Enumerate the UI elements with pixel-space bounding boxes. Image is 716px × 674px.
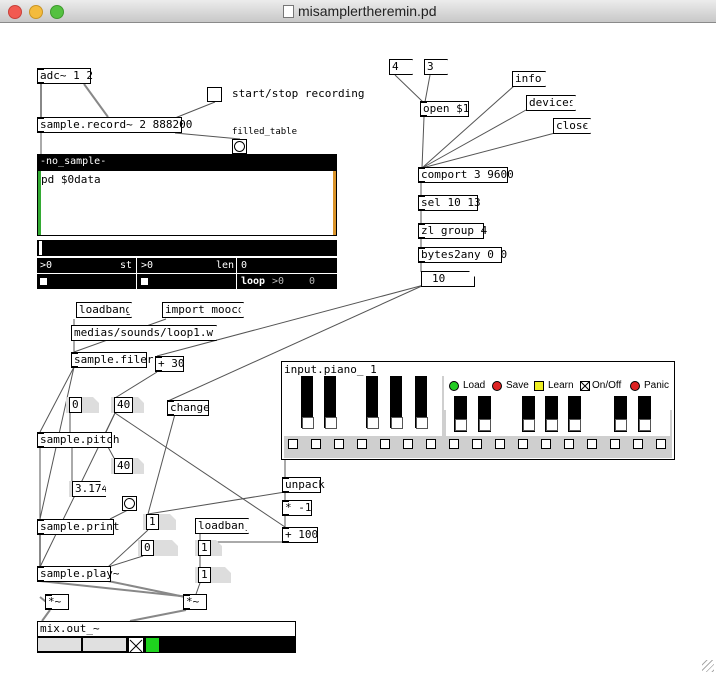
loop-start-number[interactable]: >0 (272, 276, 285, 287)
number-40-top[interactable]: 40 (111, 397, 144, 413)
sample-loop-row: loop >0 0 (37, 274, 337, 289)
zoom-window-button[interactable] (50, 5, 64, 19)
number-0-top[interactable]: 0 (66, 397, 99, 413)
number-1-b[interactable]: 1 (195, 540, 222, 556)
window-titlebar[interactable]: misamplertheremin.pd (0, 0, 716, 23)
message-import[interactable]: import moocow (162, 302, 244, 318)
filled-table-label: filled_table (232, 127, 298, 137)
sample-name-label: -no_sample- (37, 154, 337, 170)
piano-gop: input.piano_ 1 Load Save Learn On/Off Pa… (281, 361, 675, 460)
message-info[interactable]: info (512, 71, 546, 87)
sample-play-object[interactable]: sample.play~ (37, 566, 119, 582)
save-icon[interactable] (492, 381, 502, 391)
record-toggle[interactable] (207, 87, 222, 102)
message-wav-path[interactable]: medias/sounds/loop1.wav (71, 325, 217, 341)
start-number[interactable]: >0 (40, 260, 53, 271)
loop-end-number[interactable]: 0 (309, 276, 316, 287)
window-title: misamplertheremin.pd (298, 3, 437, 19)
number-0-mid[interactable]: 0 (138, 540, 178, 556)
multiply-right-object[interactable]: *~ (183, 594, 207, 610)
table-subpatch-label: pd $0data (41, 173, 101, 186)
bytes2any-object[interactable]: bytes2any 0 0 (418, 247, 507, 263)
times-neg1-object[interactable]: * -1 (282, 500, 312, 516)
sample-pitch-object[interactable]: sample.pitch (37, 432, 119, 448)
dsp-toggle[interactable] (129, 638, 143, 653)
end-number[interactable]: 0 (241, 260, 248, 271)
sel-object[interactable]: sel 10 13 (418, 195, 481, 211)
number-1-a[interactable]: 1 (143, 514, 176, 530)
resize-grip[interactable] (702, 660, 714, 672)
mix-out-label: mix.out_~ (37, 621, 296, 637)
black-key[interactable] (366, 376, 378, 428)
sample-position-bar[interactable] (37, 240, 337, 256)
document-icon (283, 5, 294, 18)
level-meter (146, 638, 159, 652)
mix-controls (37, 637, 296, 653)
loop-toggle[interactable] (141, 278, 148, 285)
adc-object[interactable]: adc~ 1 2 (37, 68, 93, 84)
sample-record-object[interactable]: sample.record~ 2 888200 (37, 117, 192, 133)
length-number[interactable]: >0 (141, 260, 154, 271)
message-close[interactable]: close (553, 118, 591, 134)
black-key[interactable] (390, 376, 402, 428)
piano-title: input.piano_ 1 (284, 363, 377, 376)
message-loadbang-top[interactable]: loadbang (76, 302, 132, 318)
unpack-object[interactable]: unpack (282, 477, 325, 493)
open-object[interactable]: open $1 (420, 101, 469, 117)
learn-icon[interactable] (534, 381, 544, 391)
volume-slider-handle[interactable] (81, 638, 83, 651)
on-off-label: On/Off (592, 380, 622, 391)
minimize-window-button[interactable] (29, 5, 43, 19)
sample-print-object[interactable]: sample.print (37, 519, 119, 535)
number-40-out[interactable]: 40 (111, 458, 144, 474)
panic-label: Panic (644, 380, 670, 391)
print-bang[interactable] (122, 496, 137, 511)
mix-out-gop: mix.out_~ (37, 621, 296, 653)
plus-30-object[interactable]: + 30 (155, 356, 185, 372)
learn-label: Learn (548, 380, 574, 391)
sensor-number-box[interactable]: 10 (421, 271, 475, 287)
change-object[interactable]: change (167, 400, 210, 416)
black-key[interactable] (301, 376, 313, 428)
comport-object[interactable]: comport 3 9600 (418, 167, 514, 183)
panic-icon[interactable] (630, 381, 640, 391)
plus-100-object[interactable]: + 100 (282, 527, 318, 543)
save-label: Save (506, 380, 529, 391)
number-pitch-value[interactable]: 3.174 (69, 481, 106, 497)
piano-keyboard[interactable]: Load Save Learn On/Off Panic (284, 376, 672, 458)
start-stop-comment: start/stop recording (232, 87, 365, 100)
number-1-c[interactable]: 1 (195, 567, 231, 583)
multiply-left-object[interactable]: *~ (45, 594, 69, 610)
filled-table-bang[interactable] (232, 139, 247, 154)
close-window-button[interactable] (8, 5, 22, 19)
load-icon[interactable] (449, 381, 459, 391)
play-toggle[interactable] (40, 278, 47, 285)
black-key[interactable] (324, 376, 336, 428)
length-label: len (216, 260, 235, 271)
sample-gop: -no_sample- pd $0data >0 st >0 len 0 loo… (37, 154, 337, 289)
sample-range-row: >0 st >0 len 0 (37, 258, 337, 273)
message-loadbang-bottom[interactable]: loadbang (195, 518, 249, 534)
message-devices[interactable]: devices (526, 95, 576, 111)
on-off-toggle[interactable] (580, 381, 590, 391)
zl-group-object[interactable]: zl group 4 (418, 223, 487, 239)
sample-waveform-table[interactable]: pd $0data (37, 170, 337, 236)
loop-label: loop (241, 276, 266, 287)
load-label: Load (463, 380, 486, 391)
start-label: st (120, 260, 133, 271)
black-key[interactable] (415, 376, 427, 428)
sample-filer-object[interactable]: sample.filer (71, 352, 153, 368)
